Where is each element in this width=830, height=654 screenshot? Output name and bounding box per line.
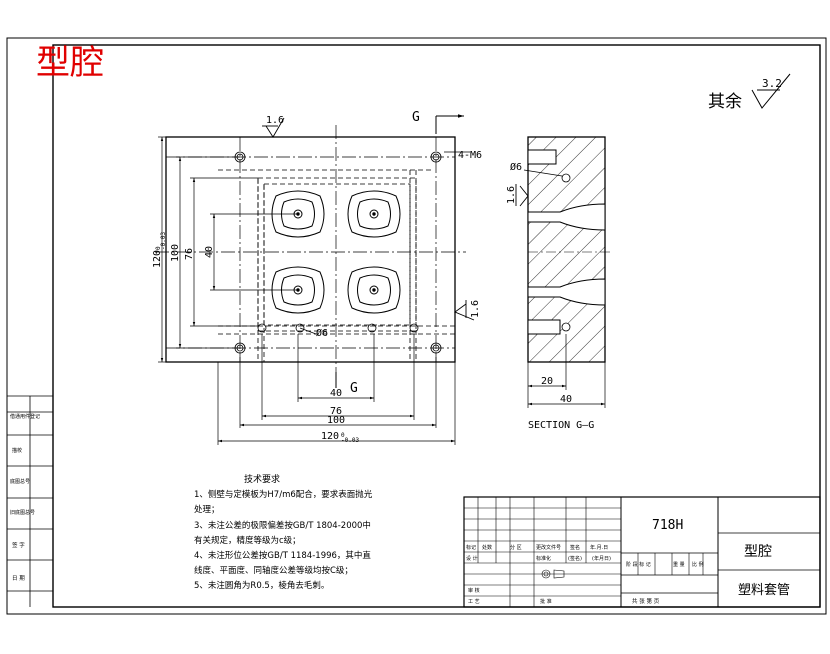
cavity-bottom-right (347, 266, 401, 314)
dim-h-100: 100 (327, 415, 345, 426)
section-hole-top (527, 149, 557, 165)
strip-cell-3: 描校 (12, 447, 22, 454)
roughness-right-value: 1.6 (470, 300, 481, 318)
dim-v-100: 100 (170, 244, 181, 262)
roughness-top-icon (262, 117, 285, 138)
tb-header-2: 处数 (482, 544, 492, 551)
strip-cell-2: 旧底图总号 (10, 509, 35, 516)
hidden-cavity-outline (218, 169, 455, 362)
dim-v-120: 120 (152, 250, 163, 268)
tb-header-1: 标记 (466, 544, 476, 551)
section-caption: SECTION G—G (528, 420, 594, 431)
mold-plate-outline (165, 136, 456, 363)
tb-header-6: 年.月.日 (590, 544, 608, 551)
tb-stage-2: 重 量 (673, 561, 685, 568)
pin-holes (257, 323, 419, 333)
tb-bottom-1: 审 核 (468, 587, 480, 594)
strip-cell-5: 签 字 (12, 541, 25, 549)
front-view: 1.6 G G 4-M6 Ø6 1.6 (152, 110, 482, 445)
tb-row2-5: (签名) (568, 555, 582, 562)
dim-v-40: 40 (204, 246, 215, 258)
tb-row2-6: (年月日) (592, 555, 611, 562)
horizontal-dimensions (217, 334, 456, 445)
section-arrow-top (435, 114, 464, 134)
part-name-label: 型腔 (744, 544, 772, 560)
section-dim-40: 40 (560, 394, 572, 405)
roughness-top-value: 1.6 (266, 115, 284, 126)
tb-header-5: 签名 (570, 544, 580, 551)
dim-h-120-tolerance-lower: -0.03 (341, 437, 359, 444)
tb-bottom-3: 批 准 (540, 598, 552, 605)
section-cavity-lower (527, 278, 606, 306)
tech-line-3: 3、未注公差的极限偏差按GB/T 1804-2000中 (194, 520, 371, 531)
tech-line-2: 处理； (194, 504, 220, 515)
tech-line-7: 5、未注圆角为R0.5，棱角去毛刺。 (194, 580, 329, 591)
dim-h-120-tolerance: 0 (341, 432, 345, 439)
roughness-default-value: 3.2 (762, 77, 782, 90)
section-cavity-upper (527, 203, 606, 231)
tech-heading: 技术要求 (244, 473, 280, 485)
section-view: Ø6 1.6 20 40 SECTION G—G (506, 136, 610, 431)
dim-v-120-tolerance: 0 (155, 246, 162, 250)
default-roughness-note: 其余 3.2 (708, 73, 791, 112)
tb-bottom-2: 工 艺 (468, 599, 480, 605)
tb-row2-1: 设 计 (466, 555, 478, 562)
dim-h-76: 76 (330, 406, 342, 417)
roughness-note-label: 其余 (708, 92, 742, 112)
strip-cell-1: 借通用件登记 (10, 413, 40, 420)
section-mark-bottom: G (350, 381, 358, 396)
section-hole-label: Ø6 (510, 161, 522, 173)
strip-cell-6: 日 期 (12, 575, 25, 582)
tb-header-4: 更改文件号 (536, 544, 561, 551)
title-block (463, 496, 821, 608)
section-dim-20: 20 (541, 376, 553, 387)
roughness-symbol-icon (751, 73, 791, 109)
tb-stage-3: 比 例 (692, 561, 704, 568)
technical-requirements: 技术要求 1、侧壁与定模板为H7/m6配合，要求表面抛光 处理； 3、未注公差的… (194, 473, 373, 591)
dim-h-40: 40 (330, 388, 342, 399)
product-name-label: 塑料套管 (738, 582, 790, 598)
drawing-frame (6, 37, 827, 615)
dim-v-120-tolerance-lower: -0.03 (160, 232, 167, 250)
section-mark-top: G (412, 110, 420, 125)
cavity-top-right (347, 190, 401, 238)
tb-header-3: 分 区 (510, 544, 522, 551)
projection-symbol-icon (541, 569, 565, 579)
centre-lines (155, 125, 466, 372)
tech-line-6: 线度、平面度、同轴度公差等级均按C级； (194, 565, 353, 576)
section-hole-bottom (527, 319, 561, 335)
section-dimensions (527, 334, 606, 408)
dim-v-76: 76 (184, 248, 195, 260)
drawing-title: 型腔 (36, 43, 104, 83)
section-roughness-value: 1.6 (506, 186, 517, 204)
tb-stage-1: 阶 段 标 记 (626, 561, 651, 568)
tech-line-1: 1、侧壁与定模板为H7/m6配合，要求表面抛光 (194, 489, 373, 500)
tech-line-4: 有关规定，精度等级为c级； (194, 535, 301, 546)
tb-row2-4: 标准化 (536, 555, 551, 562)
strip-cell-4: 底图总号 (10, 478, 30, 485)
front-hole-label: Ø6 (316, 327, 328, 339)
thread-label: 4-M6 (458, 150, 482, 161)
vertical-dimensions (158, 136, 298, 363)
material-label: 718H (652, 518, 683, 533)
left-strip (7, 395, 53, 607)
section-roughness-icon (515, 184, 529, 207)
tech-line-5: 4、未注形位公差按GB/T 1184-1996，其中直 (194, 550, 371, 561)
dim-h-120: 120 (321, 431, 339, 442)
tb-sheet: 共 张 第 页 (632, 597, 660, 605)
roughness-right-icon (454, 300, 475, 321)
